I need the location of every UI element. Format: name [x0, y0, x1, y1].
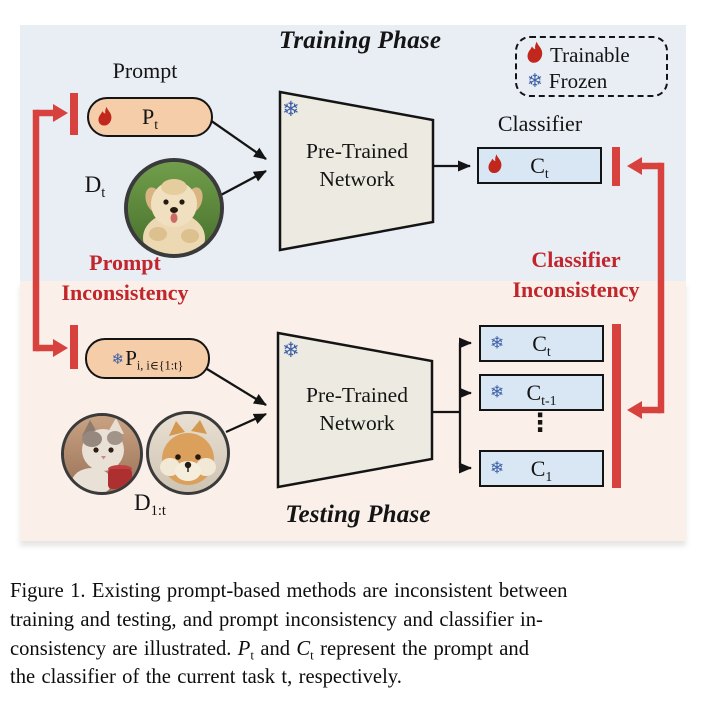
trainable-flame-icon: [527, 40, 544, 70]
training-network-label: Pre-Trained Network: [306, 139, 408, 191]
prompt-inconsistency-label: Prompt Inconsistency: [61, 250, 189, 305]
classifier-label: Classifier: [497, 111, 583, 136]
trainable-flame-icon: [488, 153, 503, 178]
training-prompt-symbol: Pt: [141, 104, 159, 132]
testing-classifier-box-1: ❄ C1: [479, 450, 604, 487]
frozen-snowflake-icon: ❄: [282, 338, 300, 362]
legend-box: Trainable ❄ Frozen: [515, 36, 668, 97]
frozen-snowflake-icon: ❄: [490, 333, 505, 353]
testing-dataset-label: D1:t: [134, 490, 166, 520]
testing-phase-title: Testing Phase: [285, 501, 431, 528]
testing-network-label: Pre-Trained Network: [306, 383, 408, 435]
training-phase-title: Training Phase: [278, 27, 442, 54]
testing-classifier-symbol-1: C1: [530, 455, 553, 484]
testing-classifier-symbol-t-1: Ct-1: [526, 379, 557, 408]
training-classifier-box: Ct: [477, 147, 602, 184]
legend-frozen-label: Frozen: [548, 68, 608, 93]
testing-classifier-box-t: ❄ Ct: [479, 325, 604, 362]
prompt-label: Prompt: [112, 58, 178, 83]
caption-line-4: the classifier of the current task t, re…: [10, 666, 402, 689]
training-classifier-symbol: Ct: [530, 152, 549, 181]
testing-dog-image: [146, 411, 230, 495]
testing-prompt-pill: ❄ Pi, i∈{1:t}: [85, 338, 210, 379]
frozen-snowflake-icon: ❄: [282, 97, 300, 121]
training-prompt-pill: Pt: [87, 97, 213, 137]
frozen-snowflake-icon: ❄: [490, 382, 505, 402]
classifier-ellipsis: ⋮: [527, 408, 553, 437]
training-dataset-label: Dt: [84, 172, 106, 202]
testing-cat-image: [61, 413, 143, 495]
caption-line-1: Figure 1. Existing prompt-based methods …: [10, 580, 568, 602]
testing-classifier-symbol-t: Ct: [532, 330, 551, 359]
frozen-snowflake-icon: ❄: [111, 349, 125, 368]
trainable-flame-icon: [98, 106, 113, 133]
figure-caption: Figure 1. Existing prompt-based methods …: [10, 577, 694, 692]
frozen-snowflake-icon: ❄: [527, 70, 543, 92]
legend-trainable-label: Trainable: [550, 42, 630, 67]
caption-line-2: training and testing, and prompt inconsi…: [10, 608, 543, 631]
training-dog-image: [124, 158, 224, 258]
testing-classifier-box-t-1: ❄ Ct-1: [479, 374, 604, 411]
frozen-snowflake-icon: ❄: [490, 458, 505, 478]
caption-line-3: consistency are illustrated. Pt and Ct r…: [10, 637, 530, 663]
testing-prompt-symbol: Pi, i∈{1:t}: [125, 346, 184, 373]
classifier-inconsistency-label: Classifier Inconsistency: [512, 247, 640, 302]
